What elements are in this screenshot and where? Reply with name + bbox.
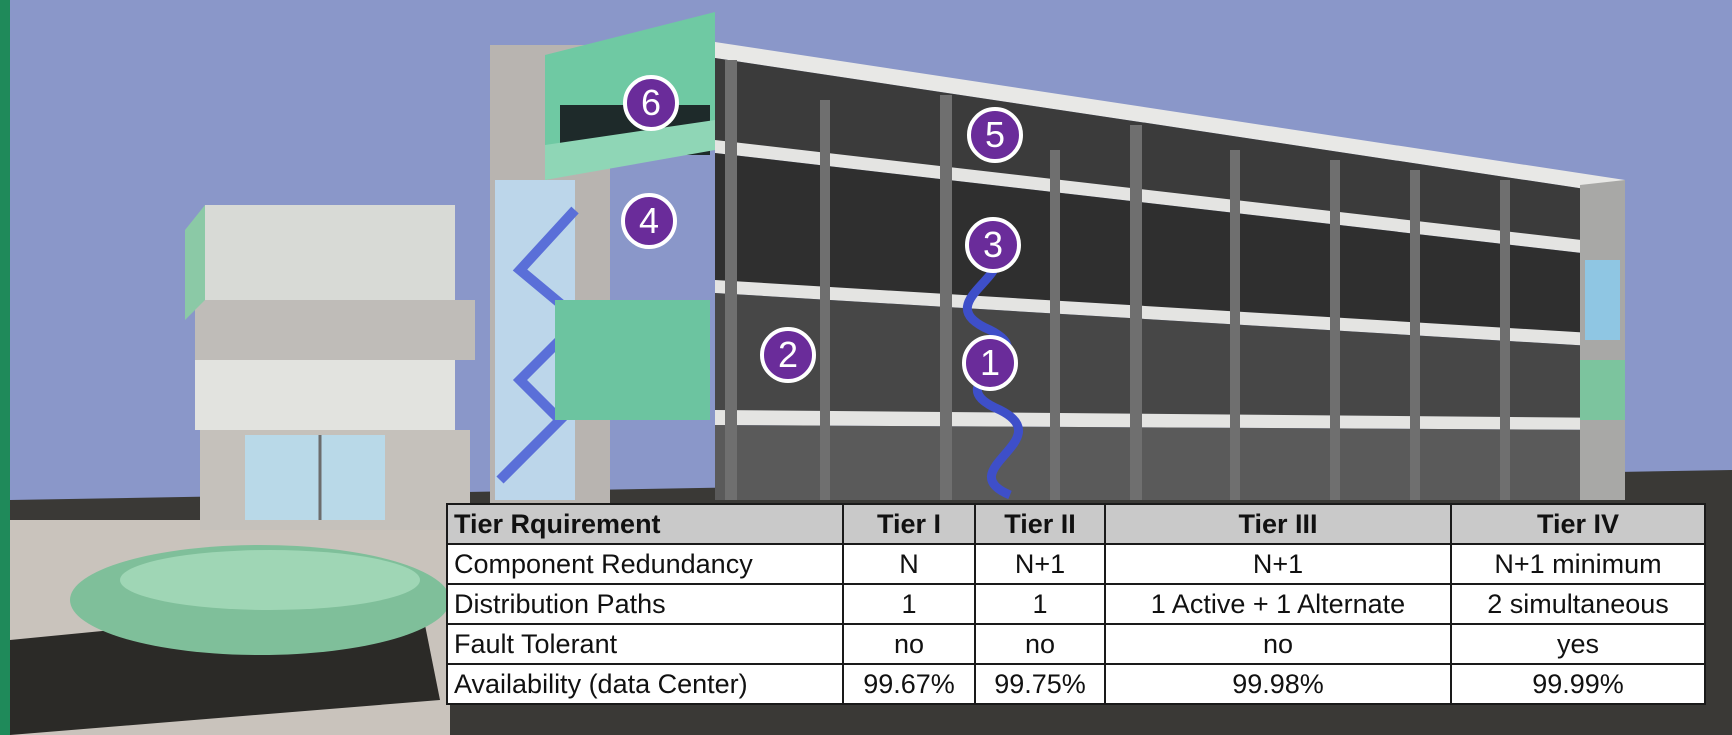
table-cell: 99.75% (974, 663, 1106, 705)
table-row: Component Redundancy N N+1 N+1 N+1 minim… (446, 543, 1706, 585)
tier-requirements-table: Tier Rquirement Tier I Tier II Tier III … (446, 503, 1706, 705)
row-label: Component Redundancy (446, 543, 844, 585)
table-cell: 1 Active + 1 Alternate (1104, 583, 1452, 625)
marker-5: 5 (967, 107, 1023, 163)
table-cell: N (842, 543, 976, 585)
table-cell: no (974, 623, 1106, 665)
table-cell: N+1 (974, 543, 1106, 585)
header-tier-2: Tier II (974, 503, 1106, 545)
table-cell: 1 (842, 583, 976, 625)
table-cell: no (1104, 623, 1452, 665)
marker-1: 1 (962, 335, 1018, 391)
table-cell: 1 (974, 583, 1106, 625)
mid-green-panel (555, 300, 710, 420)
table-cell: 99.98% (1104, 663, 1452, 705)
table-cell: 2 simultaneous (1450, 583, 1706, 625)
table-row: Availability (data Center) 99.67% 99.75%… (446, 663, 1706, 705)
columns (725, 60, 1510, 500)
table-cell: 99.67% (842, 663, 976, 705)
roof-slab (715, 42, 1625, 195)
left-building (185, 205, 475, 530)
table-cell: N+1 minimum (1450, 543, 1706, 585)
header-tier-3: Tier III (1104, 503, 1452, 545)
table-row: Fault Tolerant no no no yes (446, 623, 1706, 665)
row-label: Fault Tolerant (446, 623, 844, 665)
left-edge-strip (0, 0, 10, 735)
table-row: Distribution Paths 1 1 1 Active + 1 Alte… (446, 583, 1706, 625)
marker-2: 2 (760, 327, 816, 383)
table-cell: 99.99% (1450, 663, 1706, 705)
header-tier-requirement: Tier Rquirement (446, 503, 844, 545)
header-tier-1: Tier I (842, 503, 976, 545)
table-cell: N+1 (1104, 543, 1452, 585)
row-label: Availability (data Center) (446, 663, 844, 705)
marker-3: 3 (965, 217, 1021, 273)
table-cell: yes (1450, 623, 1706, 665)
table-cell: no (842, 623, 976, 665)
table-header-row: Tier Rquirement Tier I Tier II Tier III … (446, 503, 1706, 545)
marker-6: 6 (623, 75, 679, 131)
marker-4: 4 (621, 193, 677, 249)
header-tier-4: Tier IV (1450, 503, 1706, 545)
row-label: Distribution Paths (446, 583, 844, 625)
ground-floor (715, 425, 1625, 500)
